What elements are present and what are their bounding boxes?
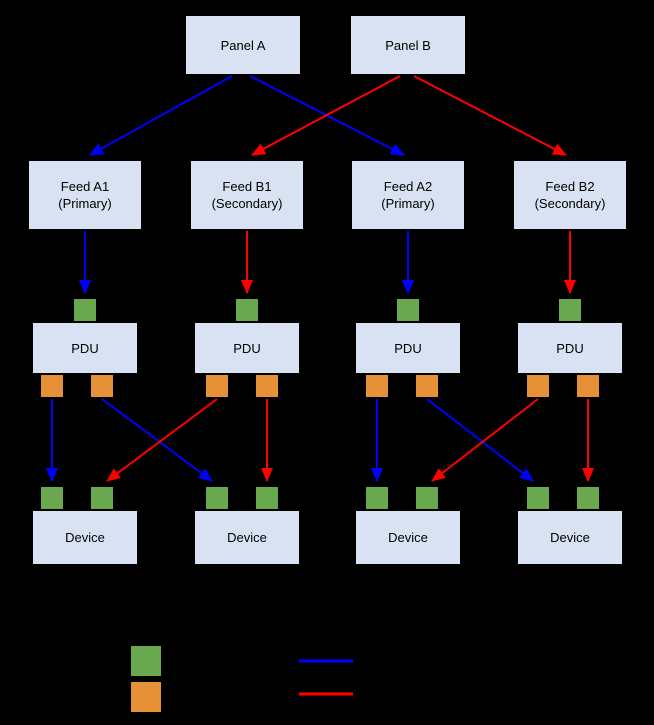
pdu4-box: PDU (517, 322, 623, 374)
pdu4-output-port-1-icon (526, 374, 550, 398)
device1-input-port-2-icon (90, 486, 114, 510)
feed-b1-box: Feed B1 (Secondary) (190, 160, 304, 230)
pdu1-box: PDU (32, 322, 138, 374)
device2-label: Device (227, 530, 267, 545)
panel-b-to-feed-b1-arrow (251, 75, 401, 156)
device1-input-port-1-icon (40, 486, 64, 510)
feed-b2-box: Feed B2 (Secondary) (513, 160, 627, 230)
feed-b2-type: (Secondary) (534, 196, 606, 211)
device2-input-port-2-icon (255, 486, 279, 510)
pdu3-label: PDU (394, 340, 422, 356)
pdu1-out2-to-device2-arrow (101, 398, 213, 482)
device3-box: Device (355, 510, 461, 565)
legend-orange-swatch-icon (130, 681, 162, 713)
pdu3-output-port-1-icon (365, 374, 389, 398)
pdu2-label: PDU (233, 340, 261, 356)
pdu2-out1-to-device1-arrow (106, 398, 218, 482)
device2-input-port-1-icon (205, 486, 229, 510)
pdu4-label: PDU (556, 340, 584, 356)
feed-b2-name: Feed B2 (545, 179, 595, 194)
panel-a-label: Panel A (220, 37, 266, 53)
feed-a1-name: Feed A1 (60, 179, 110, 194)
pdu3-out2-to-device4-arrow (426, 398, 534, 482)
feed-b1-name: Feed B1 (222, 179, 272, 194)
device2-box: Device (194, 510, 300, 565)
panel-a-to-feed-a1-arrow (89, 75, 233, 156)
feed-b1-type: (Secondary) (211, 196, 283, 211)
device4-label: Device (550, 530, 590, 545)
pdu1-input-port-icon (73, 298, 97, 322)
pdu1-output-port-2-icon (90, 374, 114, 398)
panel-b-to-feed-b2-arrow (413, 75, 567, 156)
feed-a1-box: Feed A1 (Primary) (28, 160, 142, 230)
device4-input-port-2-icon (576, 486, 600, 510)
pdu1-label: PDU (71, 340, 99, 356)
panel-b-label: Panel B (385, 37, 431, 53)
device3-label: Device (388, 530, 428, 545)
device4-box: Device (517, 510, 623, 565)
pdu2-box: PDU (194, 322, 300, 374)
pdu2-output-port-2-icon (255, 374, 279, 398)
panel-a-box: Panel A (185, 15, 301, 75)
pdu3-output-port-2-icon (415, 374, 439, 398)
pdu3-box: PDU (355, 322, 461, 374)
pdu4-output-port-2-icon (576, 374, 600, 398)
device3-input-port-2-icon (415, 486, 439, 510)
legend-green-swatch-icon (130, 645, 162, 677)
pdu1-output-port-1-icon (40, 374, 64, 398)
panel-b-box: Panel B (350, 15, 466, 75)
device1-label: Device (65, 530, 105, 545)
pdu4-out1-to-device3-arrow (431, 398, 539, 482)
pdu4-input-port-icon (558, 298, 582, 322)
device3-input-port-1-icon (365, 486, 389, 510)
feed-a1-type: (Primary) (58, 196, 112, 211)
feed-a2-name: Feed A2 (383, 179, 433, 194)
pdu2-input-port-icon (235, 298, 259, 322)
device1-box: Device (32, 510, 138, 565)
feed-a2-box: Feed A2 (Primary) (351, 160, 465, 230)
pdu3-input-port-icon (396, 298, 420, 322)
device4-input-port-1-icon (526, 486, 550, 510)
pdu2-output-port-1-icon (205, 374, 229, 398)
feed-a2-type: (Primary) (381, 196, 435, 211)
